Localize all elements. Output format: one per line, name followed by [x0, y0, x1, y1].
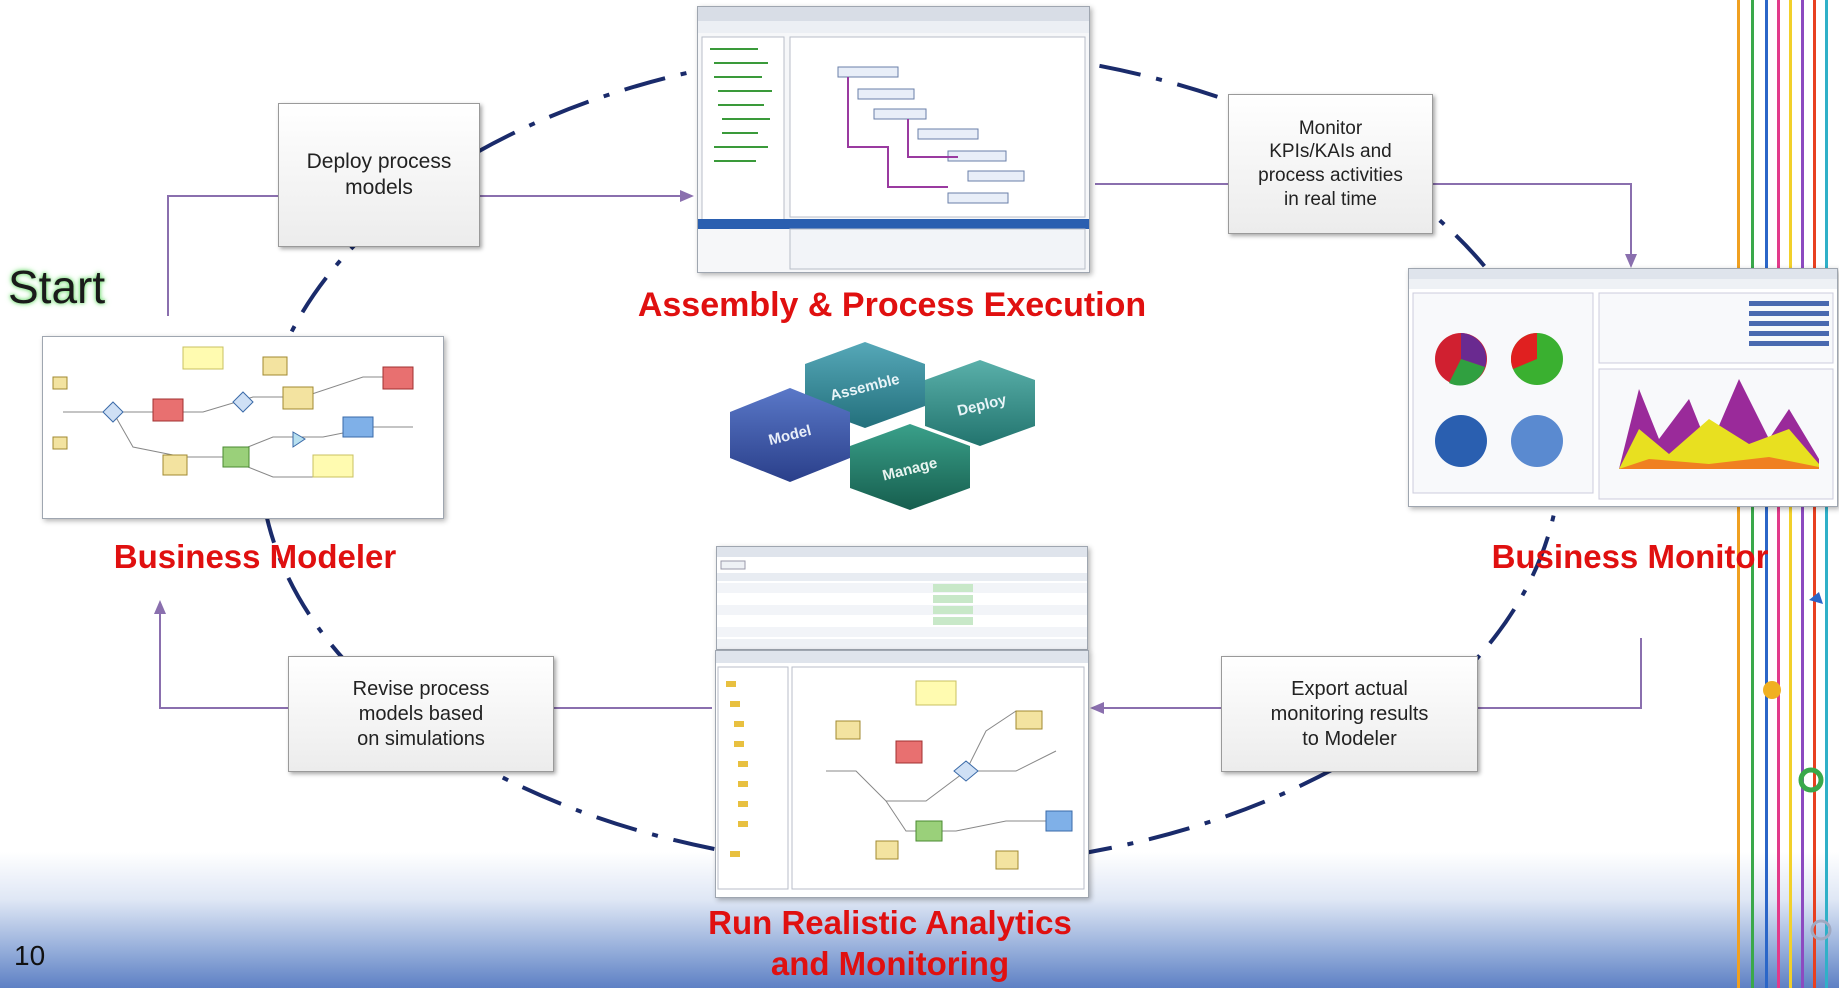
deploy-callout: Deploy process models	[278, 103, 480, 247]
arrowhead-deploy	[680, 190, 694, 202]
analytics-screenshot	[715, 650, 1089, 898]
task-table-screenshot	[716, 546, 1088, 650]
export-callout: Export actual monitoring results to Mode…	[1221, 656, 1478, 772]
assembly-label: Assembly & Process Execution	[637, 286, 1147, 324]
start-label: Start	[8, 261, 106, 313]
assembly-screenshot	[697, 6, 1090, 273]
revise-callout-text: Revise process models based on simulatio…	[352, 677, 490, 750]
arrowhead-monitor	[1625, 254, 1637, 268]
arrowhead-export	[1090, 702, 1104, 714]
hexagon-cluster: Assemble Deploy Model Manage	[730, 342, 1035, 510]
export-callout-text: Export actual monitoring results to Mode…	[1270, 677, 1429, 750]
hexagon-model	[730, 388, 850, 482]
modeler-label: Business Modeler	[113, 538, 397, 575]
modeler-screenshot	[42, 336, 444, 519]
connector-revise-out	[159, 608, 288, 709]
monitor-screenshot	[1408, 268, 1838, 507]
arrowhead-revise	[154, 600, 166, 614]
connector-export-in	[1476, 638, 1642, 709]
page-number: 10	[14, 940, 46, 971]
monitor-kpi-callout-text: Monitor KPIs/KAIs and process activities…	[1258, 117, 1403, 210]
monitor-kpi-callout: Monitor KPIs/KAIs and process activities…	[1228, 94, 1433, 234]
hexagon-manage	[850, 424, 970, 510]
revise-callout: Revise process models based on simulatio…	[288, 656, 554, 772]
deploy-callout-text: Deploy process models	[306, 149, 452, 199]
monitor-label: Business Monitor	[1491, 538, 1769, 575]
hexagon-deploy	[925, 360, 1035, 446]
analytics-label: Run Realistic Analytics and Monitoring	[708, 904, 1072, 983]
connector-monitor-out	[1431, 183, 1632, 262]
connector-deploy	[167, 195, 278, 316]
